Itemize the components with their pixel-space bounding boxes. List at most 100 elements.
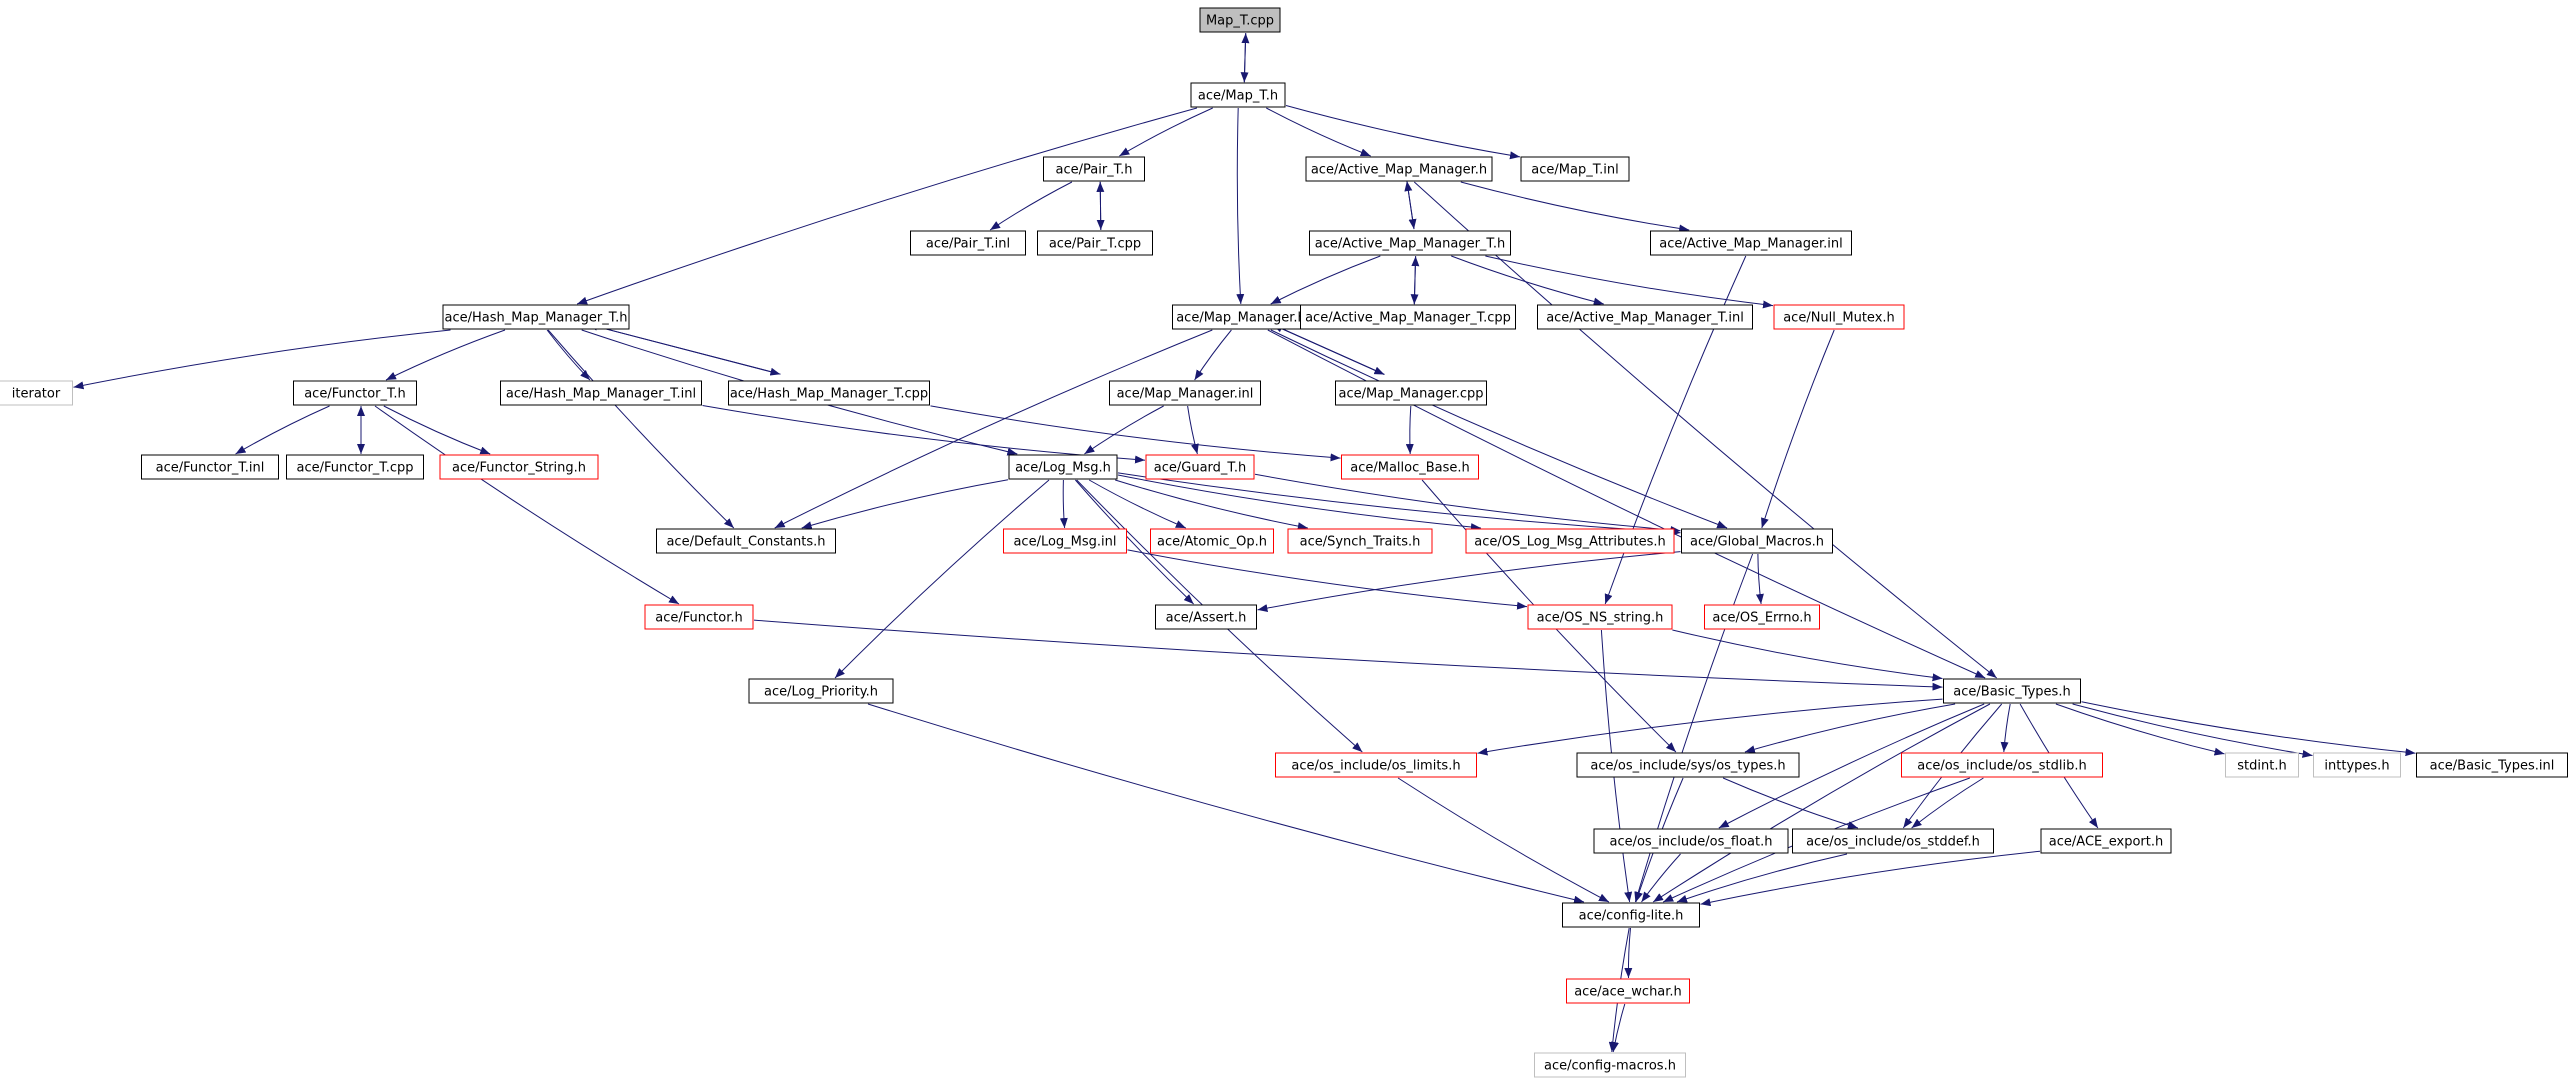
node-os-stdlib-h[interactable]: ace/os_include/os_stdlib.h (1901, 752, 2103, 778)
node-label: ace/Assert.h (1166, 611, 1247, 626)
node-map-t-cpp[interactable]: Map_T.cpp (1199, 7, 1281, 33)
node-iterator[interactable]: iterator (0, 380, 73, 406)
node-box (656, 528, 836, 554)
node-active-map-manager-t-cpp[interactable]: ace/Active_Map_Manager_T.cpp (1300, 304, 1516, 330)
node-pair-t-h[interactable]: ace/Pair_T.h (1043, 156, 1145, 182)
node-box (1576, 752, 1800, 778)
node-label: ace/os_include/os_stddef.h (1806, 835, 1980, 850)
node-inttypes-h[interactable]: inttypes.h (2313, 752, 2401, 778)
node-active-map-manager-h[interactable]: ace/Active_Map_Manager.h (1305, 156, 1493, 182)
node-map-t-h[interactable]: ace/Map_T.h (1190, 82, 1286, 108)
edge-os-sys-types-h-to-os-stddef-h (1722, 777, 1859, 829)
node-global-macros-h[interactable]: ace/Global_Macros.h (1681, 528, 1833, 554)
node-box (286, 454, 424, 480)
edge-basic-types-h-to-basic-types-inl (2081, 701, 2416, 757)
node-hash-map-manager-t-inl[interactable]: ace/Hash_Map_Manager_T.inl (500, 380, 702, 406)
node-assert-h[interactable]: ace/Assert.h (1155, 604, 1257, 630)
node-box (500, 380, 702, 406)
node-box (1275, 752, 1477, 778)
node-label: ace/Active_Map_Manager.h (1311, 163, 1487, 178)
node-map-manager-inl[interactable]: ace/Map_Manager.inl (1109, 380, 1261, 406)
node-label: ace/Malloc_Base.h (1350, 461, 1470, 476)
node-hash-map-manager-t-cpp[interactable]: ace/Hash_Map_Manager_T.cpp (728, 380, 930, 406)
node-log-priority-h[interactable]: ace/Log_Priority.h (748, 678, 894, 704)
node-label: ace/Log_Msg.h (1015, 461, 1111, 476)
node-label: ace/Default_Constants.h (666, 535, 825, 550)
edge-hash-map-manager-t-cpp-to-malloc-base-h (930, 405, 1341, 462)
node-os-ns-string-h[interactable]: ace/OS_NS_string.h (1527, 604, 1673, 630)
edge-hash-map-manager-t-h-to-iterator (73, 329, 451, 390)
node-os-stddef-h[interactable]: ace/os_include/os_stddef.h (1792, 828, 1994, 854)
node-atomic-op-h[interactable]: ace/Atomic_Op.h (1150, 528, 1274, 554)
node-ace-export-h[interactable]: ace/ACE_export.h (2040, 828, 2172, 854)
node-basic-types-h[interactable]: ace/Basic_Types.h (1943, 678, 2081, 704)
node-os-errno-h[interactable]: ace/OS_Errno.h (1704, 604, 1820, 630)
node-active-map-manager-inl[interactable]: ace/Active_Map_Manager.inl (1650, 230, 1852, 256)
node-pair-t-inl[interactable]: ace/Pair_T.inl (910, 230, 1026, 256)
node-box (1003, 528, 1127, 554)
node-label: ace/Functor_T.h (304, 387, 406, 402)
edge-config-lite-h-to-ace-wchar-h (1624, 927, 1633, 979)
node-synch-traits-h[interactable]: ace/Synch_Traits.h (1287, 528, 1433, 554)
node-label: stdint.h (2237, 759, 2286, 774)
node-map-t-inl[interactable]: ace/Map_T.inl (1520, 156, 1630, 182)
node-label: ace/Active_Map_Manager_T.inl (1546, 311, 1744, 326)
node-label: ace/Basic_Types.h (1953, 685, 2070, 700)
node-pair-t-cpp[interactable]: ace/Pair_T.cpp (1037, 230, 1153, 256)
node-label: ace/Synch_Traits.h (1300, 535, 1421, 550)
node-log-msg-h[interactable]: ace/Log_Msg.h (1008, 454, 1118, 480)
edge-layer (73, 33, 2416, 1053)
edge-active-map-manager-t-h-to-active-map-manager-h (1404, 181, 1415, 230)
node-functor-t-h[interactable]: ace/Functor_T.h (293, 380, 417, 406)
node-ace-wchar-h[interactable]: ace/ace_wchar.h (1566, 978, 1690, 1004)
node-box (1773, 304, 1905, 330)
node-map-manager-cpp[interactable]: ace/Map_Manager.cpp (1335, 380, 1487, 406)
node-box (1287, 528, 1433, 554)
node-label: ace/Map_T.inl (1531, 163, 1618, 178)
node-map-manager-h[interactable]: ace/Map_Manager.h (1172, 304, 1310, 330)
node-box (1305, 156, 1493, 182)
edge-log-msg-h-to-log-priority-h (834, 479, 1050, 679)
node-os-float-h[interactable]: ace/os_include/os_float.h (1593, 828, 1789, 854)
node-functor-h[interactable]: ace/Functor.h (644, 604, 754, 630)
edge-hash-map-manager-t-cpp-to-hash-map-manager-t-h (587, 322, 781, 375)
node-box (1943, 678, 2081, 704)
node-os-log-msg-attributes-h[interactable]: ace/OS_Log_Msg_Attributes.h (1465, 528, 1675, 554)
node-os-limits-h[interactable]: ace/os_include/os_limits.h (1275, 752, 1477, 778)
node-default-constants-h[interactable]: ace/Default_Constants.h (656, 528, 836, 554)
node-malloc-base-h[interactable]: ace/Malloc_Base.h (1341, 454, 1479, 480)
node-label: ace/Hash_Map_Manager_T.h (445, 311, 628, 326)
node-functor-string-h[interactable]: ace/Functor_String.h (439, 454, 599, 480)
node-log-msg-inl[interactable]: ace/Log_Msg.inl (1003, 528, 1127, 554)
edge-hash-map-manager-t-h-to-default-constants-h (547, 329, 735, 529)
node-guard-t-h[interactable]: ace/Guard_T.h (1145, 454, 1255, 480)
node-functor-t-inl[interactable]: ace/Functor_T.inl (141, 454, 279, 480)
node-config-macros-h[interactable]: ace/config-macros.h (1534, 1052, 1686, 1078)
node-config-lite-h[interactable]: ace/config-lite.h (1562, 902, 1700, 928)
node-label: ace/Map_Manager.cpp (1339, 387, 1484, 402)
node-box (1562, 902, 1700, 928)
node-active-map-manager-t-inl[interactable]: ace/Active_Map_Manager_T.inl (1537, 304, 1753, 330)
node-basic-types-inl[interactable]: ace/Basic_Types.inl (2416, 752, 2568, 778)
node-box (439, 454, 599, 480)
node-stdint-h[interactable]: stdint.h (2225, 752, 2299, 778)
node-hash-map-manager-t-h[interactable]: ace/Hash_Map_Manager_T.h (442, 304, 630, 330)
node-box (2225, 752, 2299, 778)
edge-active-map-manager-t-h-to-map-manager-h (1270, 255, 1381, 305)
edge-map-t-h-to-hash-map-manager-t-h (576, 107, 1198, 305)
edge-os-stddef-h-to-config-lite-h (1676, 853, 1848, 903)
edge-os-limits-h-to-config-lite-h (1397, 777, 1610, 903)
edge-map-manager-h-to-global-macros-h (1270, 329, 1728, 529)
node-box (1534, 1052, 1686, 1078)
node-functor-t-cpp[interactable]: ace/Functor_T.cpp (286, 454, 424, 480)
edge-hash-map-manager-t-h-to-hash-map-manager-t-inl (546, 329, 591, 381)
edge-active-map-manager-h-to-basic-types-h (1413, 181, 1998, 679)
node-box (1043, 156, 1145, 182)
node-label: ace/config-macros.h (1544, 1059, 1676, 1074)
edge-global-macros-h-to-assert-h (1257, 551, 1681, 613)
node-null-mutex-h[interactable]: ace/Null_Mutex.h (1773, 304, 1905, 330)
node-label: ace/Hash_Map_Manager_T.cpp (730, 387, 928, 402)
node-active-map-manager-t-h[interactable]: ace/Active_Map_Manager_T.h (1309, 230, 1511, 256)
edge-map-t-h-to-active-map-manager-h (1266, 107, 1371, 157)
node-os-sys-types-h[interactable]: ace/os_include/sys/os_types.h (1576, 752, 1800, 778)
